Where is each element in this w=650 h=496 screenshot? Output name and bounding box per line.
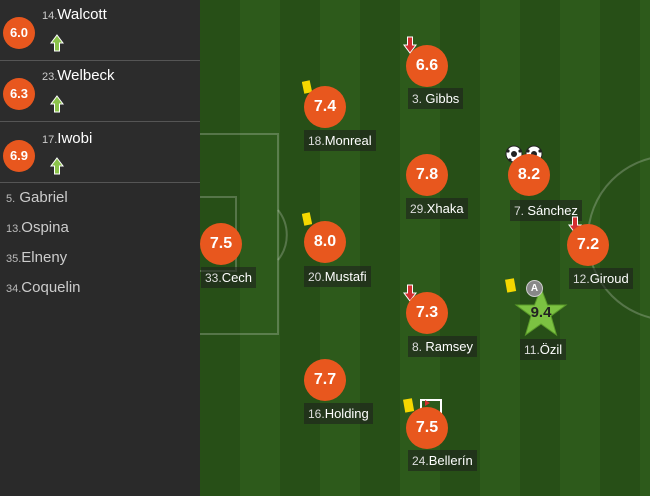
bench-row-elneny[interactable]: 35.Elneny (0, 243, 200, 273)
player-number: 3. (412, 92, 426, 106)
player-number: 14. (42, 10, 58, 22)
player-number: 18. (308, 134, 325, 148)
player-name-text: Walcott (57, 6, 107, 23)
player-name-text: Monreal (324, 133, 372, 148)
player-bellerin[interactable]: 7.5 24.Bellerín (403, 398, 513, 496)
player-number: 20. (308, 270, 325, 284)
player-name-label: 8. Ramsey (408, 336, 478, 357)
player-rating-badge: 6.0 (3, 17, 35, 49)
sub-on-arrow-icon (50, 34, 64, 52)
player-number: 16. (308, 407, 325, 421)
player-name-text: Cech (221, 270, 253, 285)
player-number: 23. (42, 71, 58, 83)
player-name-text: Gabriel (19, 189, 68, 206)
football-pitch: 7.5 33.Cech 7.4 18.Monreal 8.0 20.Mustaf… (200, 0, 650, 496)
player-name-label: 16.Holding (304, 403, 373, 424)
player-number: 29. (410, 202, 427, 216)
player-rating-badge: 7.4 (304, 86, 346, 128)
player-rating-badge: 6.9 (3, 140, 35, 172)
player-number: 5. (6, 193, 16, 205)
player-rating-badge: 8.2 (508, 154, 550, 196)
player-name-text: Mustafi (324, 269, 367, 284)
player-name-label: 29.Xhaka (406, 198, 468, 219)
player-giroud[interactable]: 7.2 12.Giroud (567, 216, 650, 316)
player-name-text: Holding (324, 406, 369, 421)
player-name-label: 24.Bellerín (408, 450, 477, 471)
player-xhaka[interactable]: 7.8 29.Xhaka (406, 154, 516, 254)
player-mustafi[interactable]: 8.0 20.Mustafi (302, 212, 414, 312)
bench-row-ospina[interactable]: 13.Ospina (0, 213, 200, 243)
player-rating-badge: 7.5 (406, 407, 448, 449)
player-name-text: Ramsey (425, 339, 474, 354)
player-ozil[interactable]: 9.4 A 11.Özil (505, 278, 615, 378)
player-name: 23.Welbeck (42, 67, 115, 84)
player-holding[interactable]: 7.7 16.Holding (304, 359, 414, 459)
player-rating-badge: 7.2 (567, 224, 609, 266)
player-rating-badge: 6.3 (3, 78, 35, 110)
player-rating-badge: 7.3 (406, 292, 448, 334)
player-number: 13. (6, 223, 22, 235)
player-name-text: Elneny (21, 249, 68, 266)
bench-row-gabriel[interactable]: 5. Gabriel (0, 183, 200, 213)
player-name-label: 18.Monreal (304, 130, 376, 151)
substitute-row-walcott[interactable]: 6.0 14.Walcott (0, 0, 200, 61)
player-rating-badge: 7.8 (406, 154, 448, 196)
assist-badge: A (526, 280, 543, 297)
player-name: 14.Walcott (42, 6, 107, 23)
sub-on-arrow-icon (50, 95, 64, 113)
bench-row-coquelin[interactable]: 34.Coquelin (0, 273, 200, 303)
player-name-text: Welbeck (57, 67, 115, 84)
substitute-row-welbeck[interactable]: 6.3 23.Welbeck (0, 61, 200, 122)
player-rating-badge: 7.5 (200, 223, 242, 265)
player-name-text: Ospina (21, 219, 69, 236)
yellow-card-icon (505, 278, 517, 293)
player-name-text: Özil (539, 342, 563, 357)
player-number: 33. (205, 271, 222, 285)
motm-star-icon (514, 286, 568, 337)
yellow-card-icon (403, 398, 415, 413)
player-cech[interactable]: 7.5 33.Cech (200, 223, 310, 323)
player-name-label: 7. Sánchez (510, 200, 582, 221)
player-rating-badge: 6.6 (406, 45, 448, 87)
player-name-label: 3. Gibbs (408, 88, 464, 109)
player-rating-badge: 8.0 (304, 221, 346, 263)
player-ramsey[interactable]: 7.3 8. Ramsey (403, 284, 513, 384)
player-name-text: Coquelin (21, 279, 81, 296)
player-name-text: Iwobi (57, 130, 93, 147)
player-number: 12. (573, 272, 590, 286)
substitutes-panel: 6.0 14.Walcott 6.3 23.Welbeck 6.9 17.Iwo… (0, 0, 200, 496)
player-number: 8. (412, 340, 426, 354)
player-sanchez[interactable]: 8.2 7. Sánchez (505, 145, 615, 245)
player-number: 17. (42, 134, 58, 146)
player-name-text: Giroud (589, 271, 629, 286)
player-name-text: Sánchez (527, 203, 578, 218)
yellow-card-icon (302, 80, 312, 94)
player-name-text: Gibbs (425, 91, 460, 106)
player-number: 11. (524, 343, 540, 357)
player-name-label: 12.Giroud (569, 268, 633, 289)
player-name-text: Bellerín (428, 453, 473, 468)
player-name-label: 20.Mustafi (304, 266, 371, 287)
yellow-card-icon (302, 212, 312, 226)
player-rating-badge: 7.7 (304, 359, 346, 401)
player-name-label: 11.Özil (520, 339, 567, 360)
player-monreal[interactable]: 7.4 18.Monreal (302, 80, 414, 180)
player-number: 35. (6, 253, 22, 265)
player-rating-badge: 9.4 (530, 304, 552, 321)
player-number: 34. (6, 283, 22, 295)
substitute-row-iwobi[interactable]: 6.9 17.Iwobi (0, 122, 200, 183)
player-number: 7. (514, 204, 528, 218)
player-name-label: 33.Cech (201, 267, 257, 288)
player-gibbs[interactable]: 6.6 3. Gibbs (403, 36, 513, 136)
sub-on-arrow-icon (50, 157, 64, 175)
player-name: 17.Iwobi (42, 130, 92, 147)
player-name-text: Xhaka (426, 201, 464, 216)
player-number: 24. (412, 454, 429, 468)
